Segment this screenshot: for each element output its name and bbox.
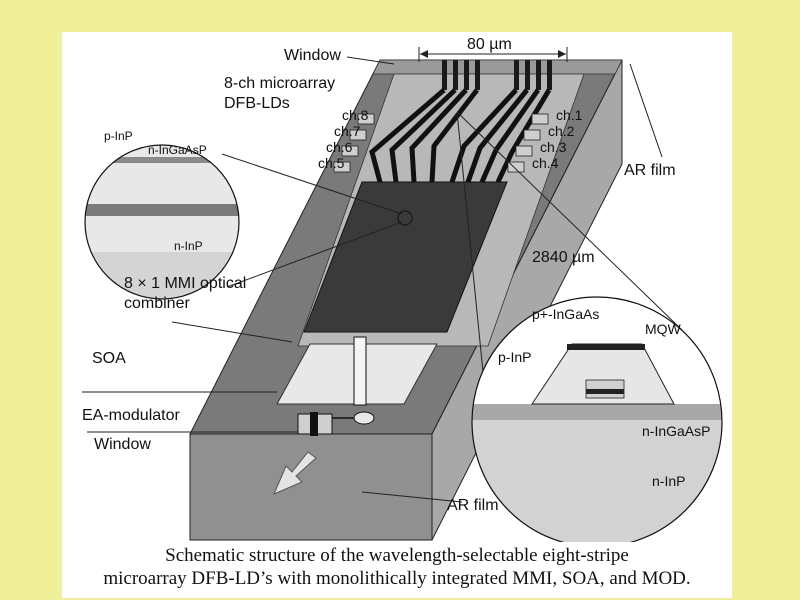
label-soa: SOA: [92, 350, 126, 368]
inset-right-p-ingaas: p+-InGaAs: [532, 307, 599, 322]
label-ch1: ch.1: [556, 108, 582, 123]
ea-pad: [354, 412, 374, 424]
inset-right-n-ingaasp: n-InGaAsP: [642, 424, 710, 439]
caption-line-2: microarray DFB-LD’s with monolithically …: [62, 567, 732, 590]
inset-left-n-inp: n-InP: [174, 240, 203, 253]
inset-left-n-ingaasp: n-InGaAsP: [148, 144, 207, 157]
inset-left-p-inp: p-InP: [104, 130, 133, 143]
label-window-bottom: Window: [94, 436, 151, 454]
label-ch3: ch.3: [540, 140, 566, 155]
label-length-2840um: 2840 µm: [532, 249, 595, 267]
label-mmi-line2: combiner: [124, 295, 190, 313]
inset-right-n-inp: n-InP: [652, 474, 685, 489]
chip-front-face: [190, 434, 432, 540]
label-ar-film-right: AR film: [624, 162, 676, 180]
label-ch5: ch.5: [318, 156, 344, 171]
label-ch8: ch.8: [342, 108, 368, 123]
inset-right-mqw: MQW: [645, 322, 681, 337]
label-mmi-line1: 8 × 1 MMI optical: [124, 275, 246, 293]
label-ch4: ch.4: [532, 156, 558, 171]
inset-right-p-inp: p-InP: [498, 350, 531, 365]
label-ar-film-bottom: AR film: [447, 497, 499, 515]
caption-line-1: Schematic structure of the wavelength-se…: [62, 544, 732, 567]
soa-waveguide: [354, 337, 366, 405]
top-window-strip: [373, 60, 622, 74]
label-microarray-line2: DFB-LDs: [224, 95, 290, 113]
label-microarray-line1: 8-ch microarray: [224, 75, 335, 93]
figure-panel: Window 80 µm 8-ch microarray DFB-LDs ch.…: [62, 32, 732, 598]
label-ea-modulator: EA-modulator: [82, 407, 180, 425]
label-ch7: ch.7: [334, 124, 360, 139]
label-window-top: Window: [284, 47, 341, 65]
label-width-80um: 80 µm: [467, 36, 512, 54]
label-ch2: ch.2: [548, 124, 574, 139]
label-ch6: ch.6: [326, 140, 352, 155]
figure-caption: Schematic structure of the wavelength-se…: [62, 544, 732, 590]
